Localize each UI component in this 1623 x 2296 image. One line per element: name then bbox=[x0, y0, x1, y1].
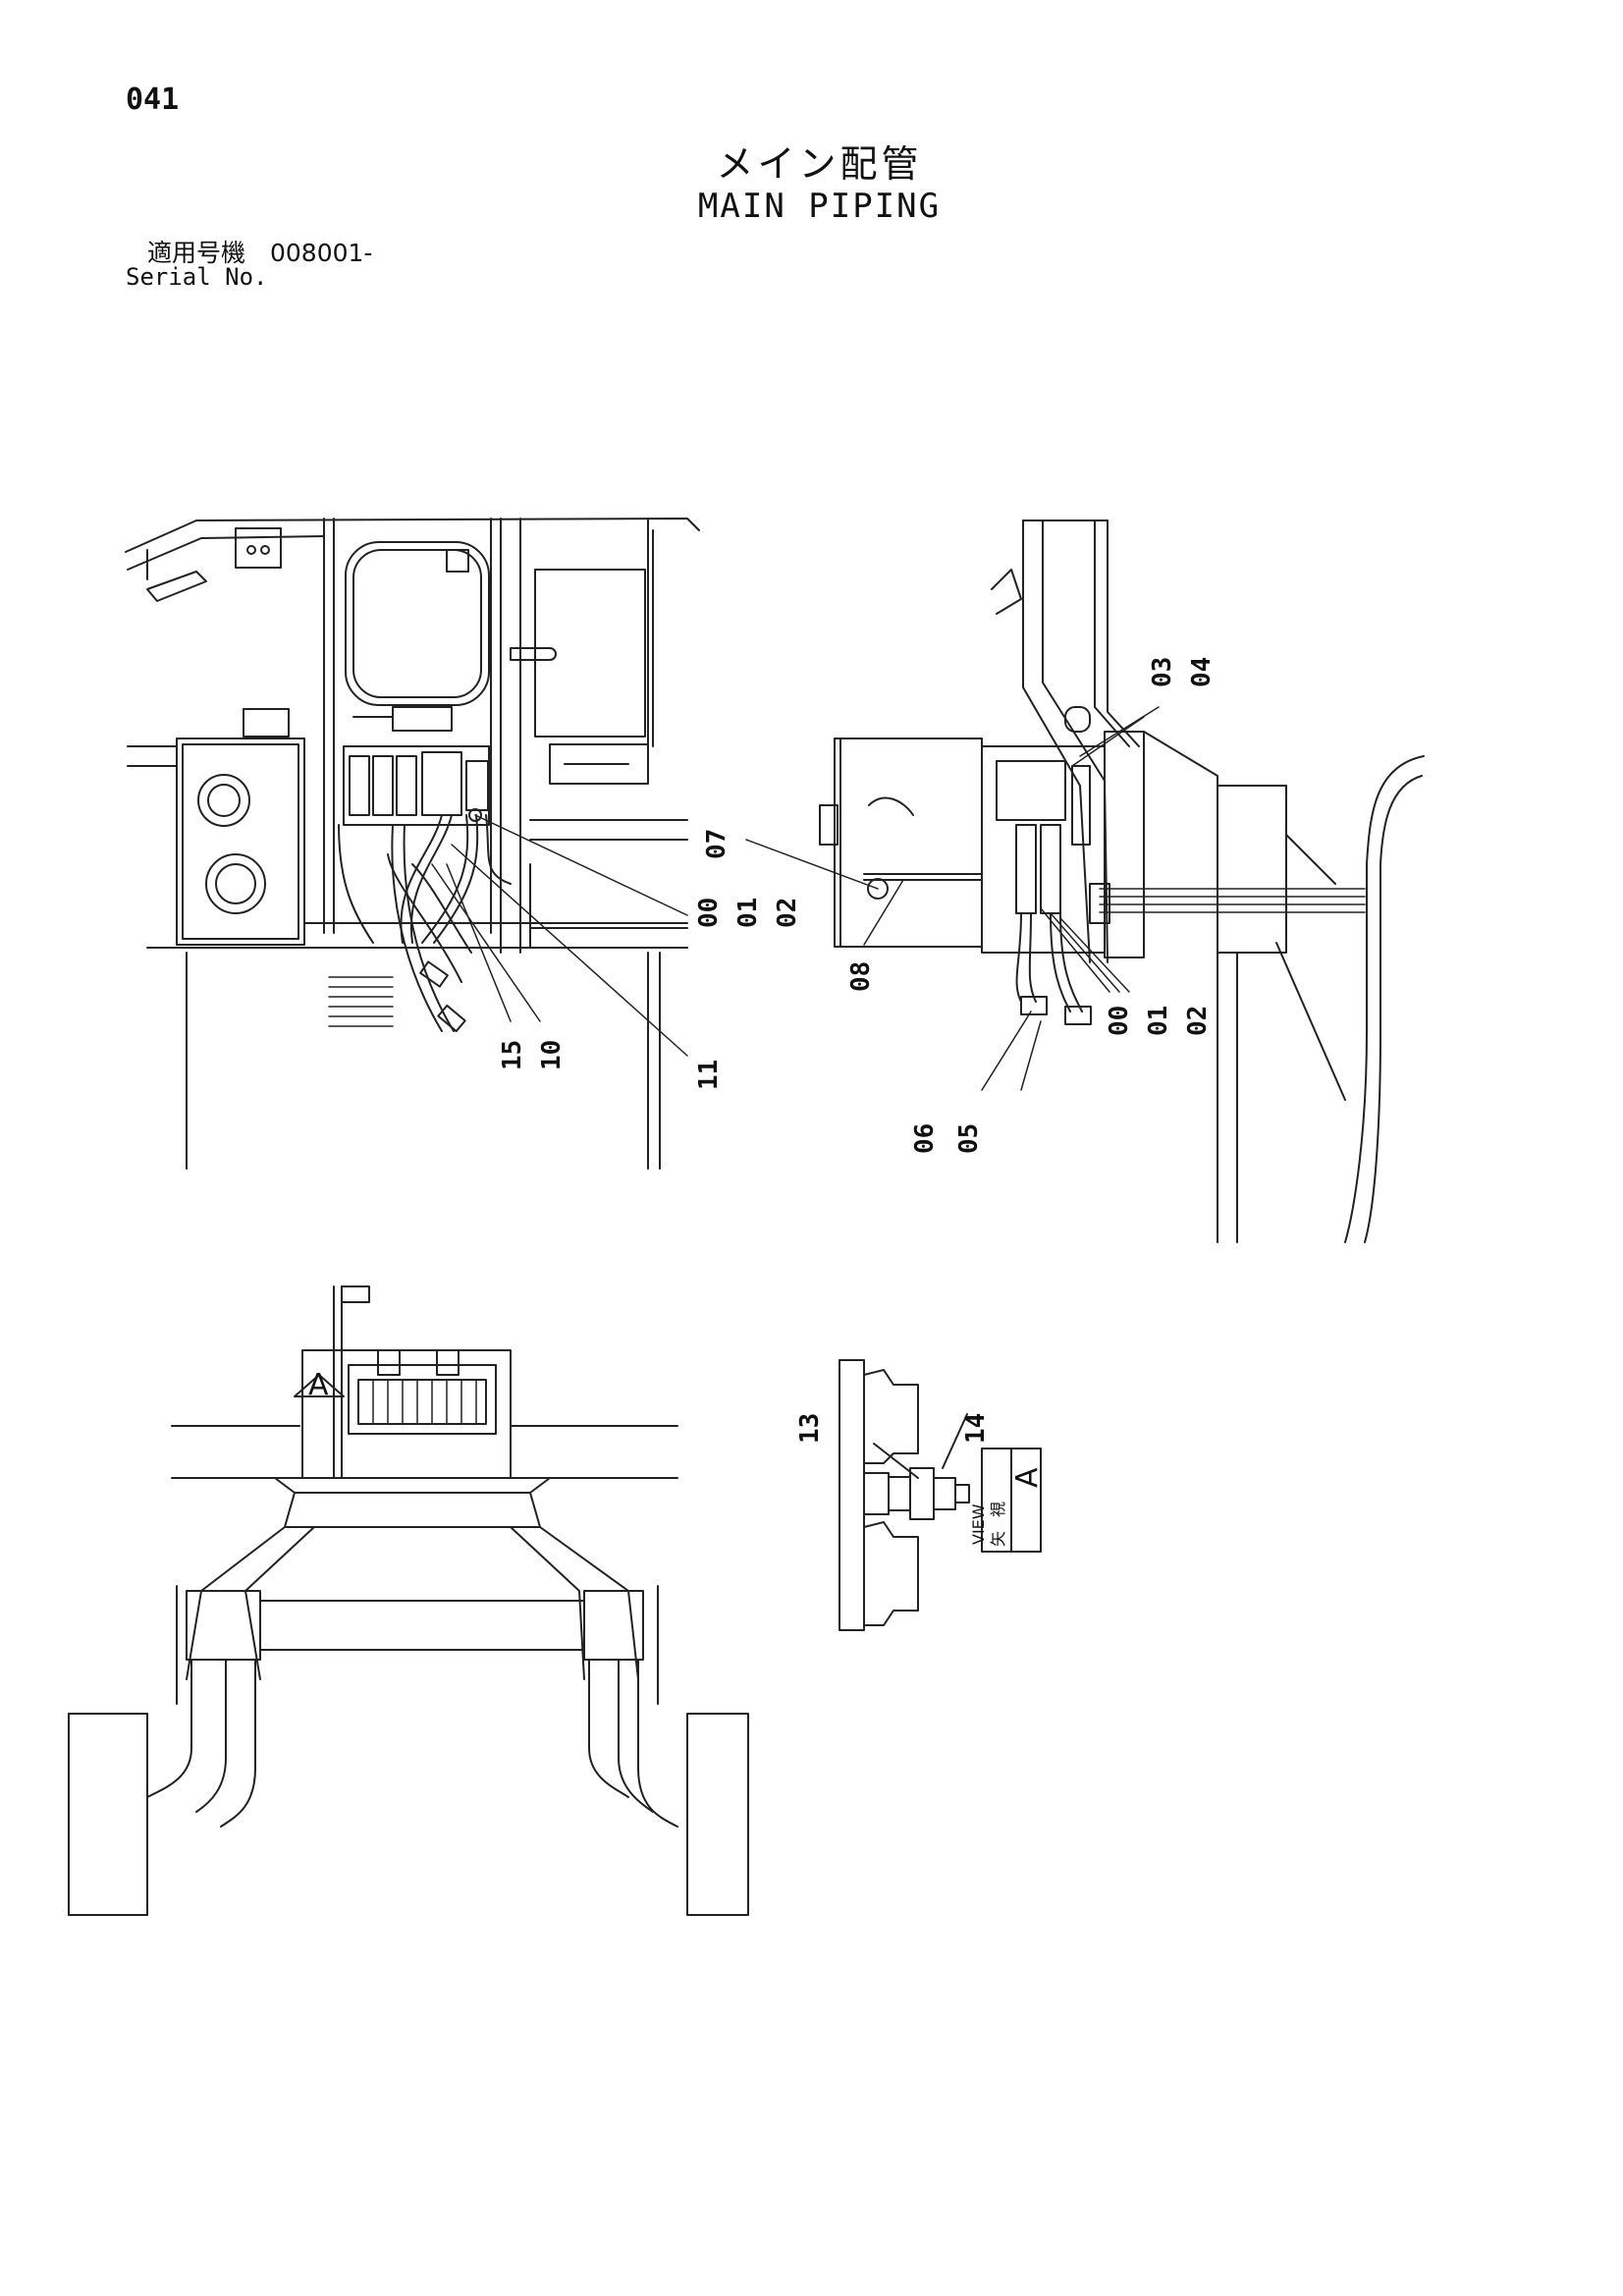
callouts-view-detail: 13 14 bbox=[795, 1413, 991, 1444]
callout-10: 10 bbox=[537, 1040, 567, 1070]
callout-04: 04 bbox=[1187, 657, 1217, 687]
view-jp-char-1: 矢 bbox=[989, 1531, 1007, 1547]
callout-08: 08 bbox=[846, 961, 876, 992]
callout-00-right: 00 bbox=[1105, 1006, 1134, 1036]
view-en-label: VIEW bbox=[969, 1503, 988, 1545]
callout-15: 15 bbox=[498, 1040, 527, 1070]
callout-02: 02 bbox=[773, 898, 802, 928]
callout-00: 00 bbox=[694, 898, 724, 928]
view-a-detail bbox=[839, 1359, 1042, 1631]
bottom-left-view bbox=[68, 1285, 749, 1916]
callout-02-right: 02 bbox=[1183, 1006, 1213, 1036]
top-left-view bbox=[125, 518, 700, 1170]
page-number: 041 bbox=[126, 82, 180, 117]
view-marker-a: A bbox=[308, 1368, 329, 1402]
callout-13: 13 bbox=[795, 1413, 825, 1444]
view-a-label-box: A 矢 視 VIEW bbox=[969, 1467, 1045, 1547]
view-letter: A bbox=[1010, 1467, 1045, 1488]
serial-label-en: Serial No. bbox=[126, 263, 268, 291]
view-jp-char-2: 視 bbox=[989, 1502, 1007, 1517]
callout-07: 07 bbox=[702, 829, 731, 859]
callout-14: 14 bbox=[961, 1413, 991, 1444]
callout-11: 11 bbox=[694, 1060, 724, 1090]
callout-03: 03 bbox=[1148, 657, 1177, 687]
top-right-view bbox=[819, 519, 1425, 1243]
page-title-en: MAIN PIPING bbox=[697, 187, 942, 226]
callout-01-right: 01 bbox=[1144, 1006, 1173, 1036]
callouts-top-left: 00 01 02 15 10 11 bbox=[498, 898, 802, 1090]
callouts-top-right: 03 04 07 08 00 01 02 06 05 bbox=[702, 657, 1217, 1154]
page-title-jp: メイン配管 bbox=[716, 142, 923, 186]
callout-01: 01 bbox=[733, 898, 763, 928]
callout-06: 06 bbox=[910, 1123, 940, 1154]
callout-05: 05 bbox=[954, 1123, 984, 1154]
serial-label-jp: 適用号機 008001- bbox=[147, 239, 373, 267]
